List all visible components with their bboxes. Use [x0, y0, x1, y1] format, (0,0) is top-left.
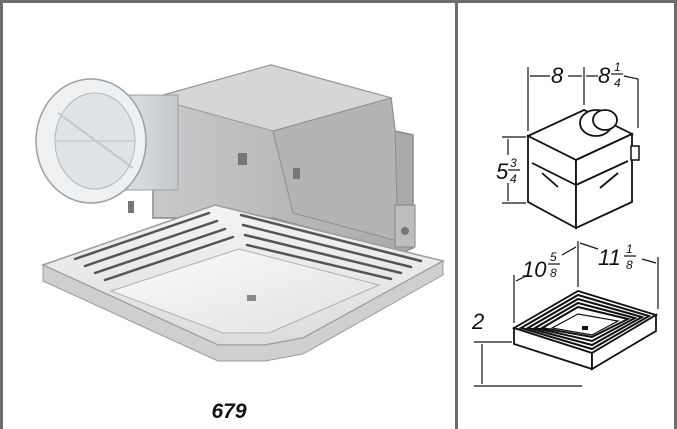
product-photo-panel: 679	[3, 3, 455, 429]
housing-slot	[238, 153, 247, 165]
grille-depth-num: 1	[626, 242, 633, 256]
housing-tab	[630, 145, 640, 161]
grille-lens	[550, 313, 620, 336]
grille-louvers-left	[73, 211, 235, 282]
frame-border-left	[0, 0, 3, 429]
grille-front-edge	[42, 260, 444, 362]
grille-depth-dimension-line	[579, 242, 659, 309]
depth-dimension-line	[586, 75, 639, 128]
mounting-tab	[394, 204, 416, 248]
grille-width-whole: 10	[522, 257, 547, 282]
bath-fan-photo	[35, 64, 446, 362]
grille-louver-lines	[518, 293, 652, 351]
frame-border-right	[674, 0, 677, 429]
lens-tab-icon	[582, 326, 588, 330]
housing-depth-den: 4	[614, 76, 621, 90]
grille-height-label: 2	[471, 309, 484, 334]
frame-divider	[455, 0, 458, 429]
housing-depth-whole: 8	[598, 63, 611, 88]
housing-height-whole: 5	[496, 159, 509, 184]
model-number: 679	[211, 400, 247, 423]
dimension-drawings-panel: 8 8 1 4 5 3 4	[458, 3, 674, 429]
grille-width-dimension-line	[513, 241, 579, 323]
grille-depth-den: 8	[626, 258, 633, 272]
housing-depth-num: 1	[614, 60, 621, 74]
housing-height-num: 3	[510, 156, 517, 170]
light-lens	[109, 248, 381, 334]
housing-duct-icon	[579, 109, 618, 137]
housing-height-den: 4	[510, 172, 517, 186]
grille-depth-whole: 11	[598, 245, 621, 270]
grille-height-dimension-line	[474, 341, 582, 387]
dimension-drawing: 8 8 1 4 5 3 4	[471, 60, 659, 387]
housing-slot	[293, 168, 300, 179]
grille-width-den: 8	[550, 266, 557, 280]
height-dimension-line	[502, 136, 526, 204]
mounting-hole-icon	[401, 227, 409, 235]
grille-louvers-right	[239, 213, 423, 281]
width-dimension-line	[527, 67, 585, 131]
frame-border-top	[0, 0, 677, 3]
grille-width-num: 5	[550, 250, 557, 264]
lens-pull-tab	[247, 295, 256, 301]
housing-slot	[128, 201, 134, 213]
housing-width-label: 8	[551, 63, 564, 88]
housing-outline	[525, 109, 635, 230]
housing-side-panel	[272, 97, 399, 242]
